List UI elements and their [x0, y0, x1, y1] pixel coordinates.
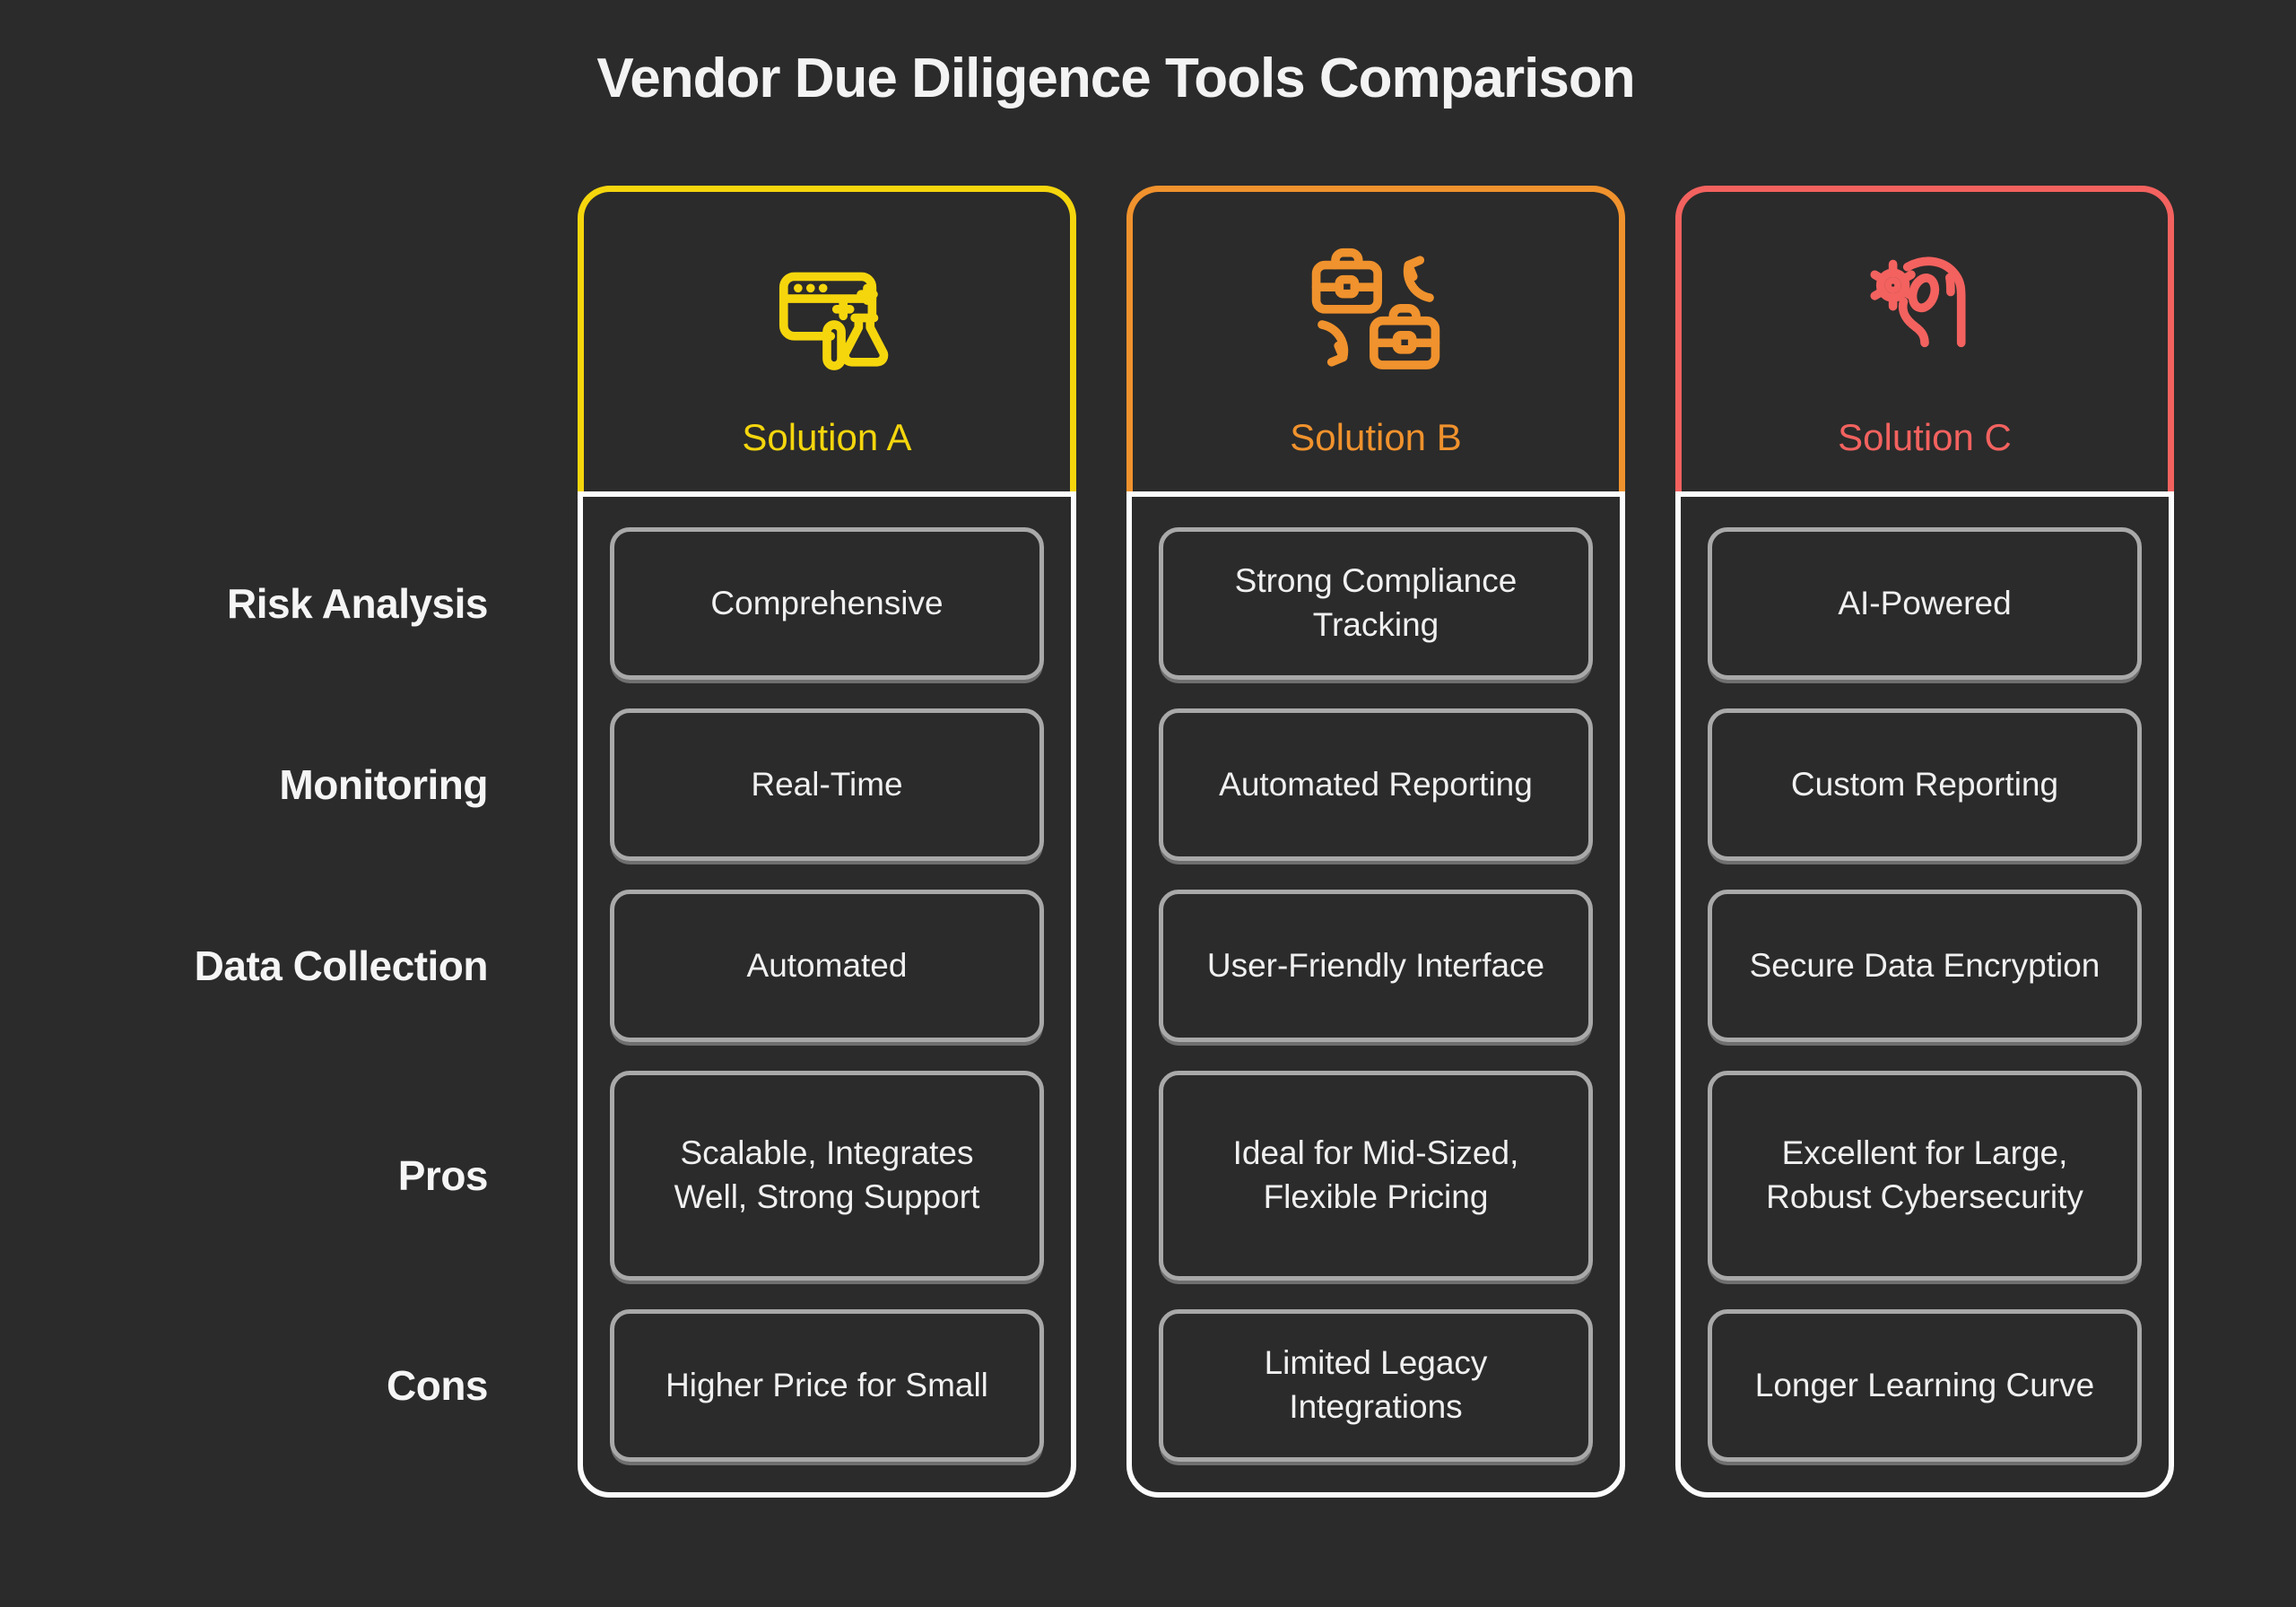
solution-c-body: AI-Powered Custom Reporting Secure Data … — [1675, 491, 2174, 1498]
browser-flask-icon — [760, 244, 894, 378]
solution-b-body: Strong Compliance Tracking Automated Rep… — [1126, 491, 1625, 1498]
briefcase-swap-icon — [1309, 244, 1443, 378]
solution-column-b: Solution B Strong Compliance Tracking Au… — [1126, 186, 1625, 1498]
cell-c-cons: Longer Learning Curve — [1708, 1309, 2142, 1463]
cell-a-data-collection: Automated — [610, 890, 1044, 1043]
solution-b-label: Solution B — [1290, 416, 1462, 459]
solution-a-header: Solution A — [578, 186, 1076, 492]
row-label-pros: Pros — [397, 1151, 489, 1199]
row-label-data-collection: Data Collection — [194, 942, 489, 989]
solution-column-c: Solution C AI-Powered Custom Reporting S… — [1675, 186, 2174, 1498]
cell-a-risk-analysis: Comprehensive — [610, 527, 1044, 681]
cell-c-data-collection: Secure Data Encryption — [1708, 890, 2142, 1043]
infographic-canvas: Vendor Due Diligence Tools Comparison Ri… — [0, 47, 2296, 1607]
cell-b-monitoring: Automated Reporting — [1159, 708, 1593, 862]
cell-c-risk-analysis: AI-Powered — [1708, 527, 2142, 681]
row-label-monitoring: Monitoring — [279, 760, 488, 808]
solution-a-label: Solution A — [742, 416, 912, 459]
cell-a-pros: Scalable, Integrates Well, Strong Suppor… — [610, 1071, 1044, 1281]
hand-gear-icon — [1857, 244, 1992, 378]
cell-a-monitoring: Real-Time — [610, 708, 1044, 862]
cell-b-cons: Limited Legacy Integrations — [1159, 1309, 1593, 1463]
row-label-risk-analysis: Risk Analysis — [227, 579, 488, 627]
cell-a-cons: Higher Price for Small — [610, 1309, 1044, 1463]
cell-b-pros: Ideal for Mid-Sized, Flexible Pricing — [1159, 1071, 1593, 1281]
page-title: Vendor Due Diligence Tools Comparison — [596, 48, 1635, 109]
comparison-grid: Risk Analysis Monitoring Data Collection… — [57, 186, 2296, 1498]
solution-column-a: Solution A Comprehensive Real-Time Autom… — [578, 186, 1076, 1498]
solution-b-header: Solution B — [1126, 186, 1625, 492]
cell-c-pros: Excellent for Large, Robust Cybersecurit… — [1708, 1071, 2142, 1281]
solution-a-body: Comprehensive Real-Time Automated Scalab… — [578, 491, 1076, 1498]
solution-c-header: Solution C — [1675, 186, 2174, 492]
cell-b-data-collection: User-Friendly Interface — [1159, 890, 1593, 1043]
cell-b-risk-analysis: Strong Compliance Tracking — [1159, 527, 1593, 681]
solution-c-label: Solution C — [1838, 416, 2012, 459]
cell-c-monitoring: Custom Reporting — [1708, 708, 2142, 862]
row-label-column: Risk Analysis Monitoring Data Collection… — [57, 186, 489, 1462]
row-label-cons: Cons — [387, 1361, 489, 1409]
